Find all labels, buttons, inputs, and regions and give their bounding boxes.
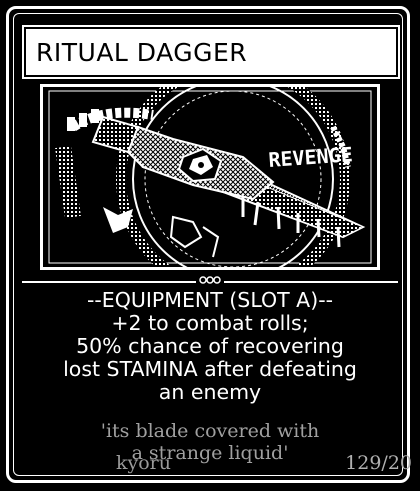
art-banner-text: REVENGE	[268, 142, 354, 172]
card-title-box: RITUAL DAGGER	[22, 25, 400, 79]
card-flavor-text: 'its blade covered with a strange liquid…	[20, 420, 400, 464]
description-line: an enemy	[158, 380, 262, 404]
card-inner-frame	[13, 13, 403, 476]
description-line: +2 to combat rolls;	[111, 311, 309, 335]
card-artwork: REVENGE	[40, 84, 380, 270]
card-title: RITUAL DAGGER	[36, 37, 248, 67]
card-outer-frame	[6, 6, 410, 483]
description-line: lost STAMINA after defeating	[63, 357, 357, 381]
divider-ornament-icon	[196, 272, 224, 288]
description-line: 50% chance of recovering	[76, 334, 344, 358]
card-description: --EQUIPMENT (SLOT A)-- +2 to combat roll…	[20, 289, 400, 404]
flavor-line: a strange liquid'	[131, 442, 289, 464]
card-number: 129/20	[345, 452, 412, 474]
flavor-line: 'its blade covered with	[100, 420, 320, 442]
ritual-dagger-illustration: REVENGE	[48, 87, 372, 267]
description-line: --EQUIPMENT (SLOT A)--	[87, 288, 333, 312]
artist-credit: kyoru	[116, 452, 172, 474]
